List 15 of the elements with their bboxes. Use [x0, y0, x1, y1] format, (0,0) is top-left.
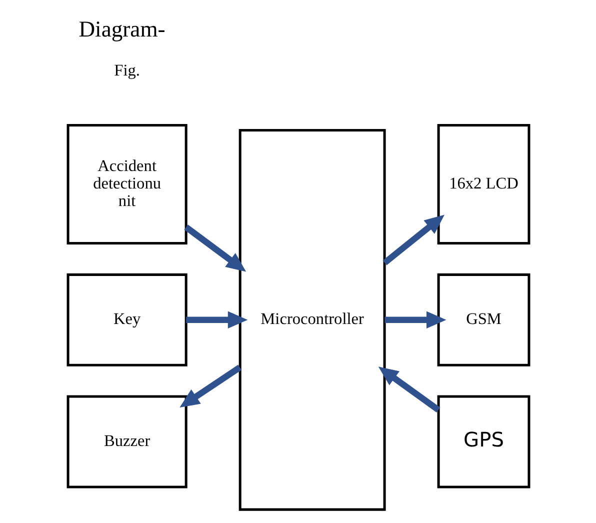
node-box: 16x2 LCD [436, 124, 530, 245]
arrow [186, 311, 248, 329]
arrow [184, 224, 246, 272]
node-box: Microcontroller [238, 129, 386, 511]
arrow [378, 366, 440, 412]
arrow [384, 311, 446, 329]
node-box: GPS [436, 395, 530, 488]
node-box: Accident detectionu nit [66, 124, 187, 245]
arrow [179, 364, 242, 408]
node-box: GSM [436, 273, 530, 366]
label: Fig. [114, 60, 140, 80]
node-box: Key [66, 273, 187, 366]
diagram-title: Diagram- [78, 16, 165, 42]
arrow [382, 214, 444, 266]
node-box: Buzzer [66, 395, 187, 488]
